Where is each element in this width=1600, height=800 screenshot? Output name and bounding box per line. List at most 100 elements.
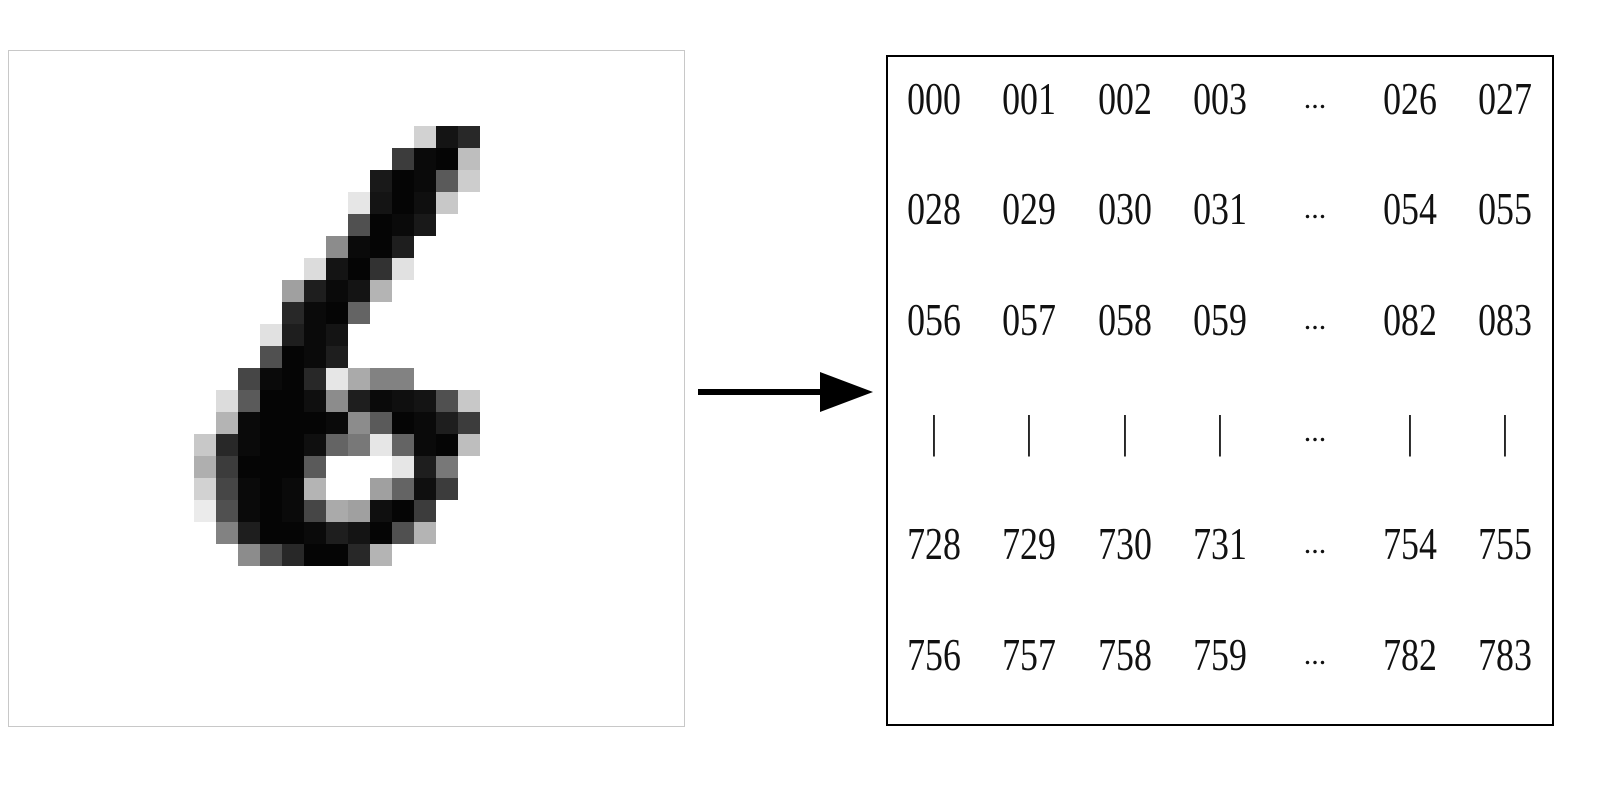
digit-pixel [348, 412, 370, 434]
digit-pixel [282, 412, 304, 434]
digit-pixel [216, 478, 238, 500]
digit-pixel [436, 126, 458, 148]
digit-pixel [414, 456, 436, 478]
pixel-index-cell: 728 [907, 518, 961, 569]
digit-pixel [326, 434, 348, 456]
digit-pixel [238, 522, 260, 544]
digit-pixel [370, 412, 392, 434]
pixel-index-cell: | [1216, 406, 1224, 457]
pixel-index-cell: 783 [1478, 629, 1532, 680]
pixel-index-cell: 731 [1193, 518, 1247, 569]
digit-pixel [392, 390, 414, 412]
digit-pixel [370, 192, 392, 214]
digit-pixel [370, 478, 392, 500]
digit-pixel [238, 390, 260, 412]
digit-pixel [392, 192, 414, 214]
digit-pixel [458, 434, 480, 456]
pixel-index-cell: 026 [1383, 73, 1437, 124]
digit-pixel [282, 368, 304, 390]
digit-pixel [282, 280, 304, 302]
handwritten-digit-image [8, 50, 685, 727]
digit-pixel [326, 390, 348, 412]
digit-pixel [238, 478, 260, 500]
digit-pixel [304, 368, 326, 390]
digit-pixel [414, 214, 436, 236]
digit-pixel [370, 368, 392, 390]
digit-pixel [414, 500, 436, 522]
digit-pixel [370, 170, 392, 192]
digit-pixel [260, 456, 282, 478]
digit-pixel [326, 346, 348, 368]
digit-pixel [260, 368, 282, 390]
pixel-index-cell: 756 [907, 629, 961, 680]
digit-pixel [216, 500, 238, 522]
ellipsis-cell: ... [1303, 527, 1327, 560]
digit-pixel [304, 390, 326, 412]
digit-pixel [414, 522, 436, 544]
digit-pixel [392, 368, 414, 390]
digit-pixel [392, 500, 414, 522]
digit-pixel [326, 280, 348, 302]
digit-pixel [282, 544, 304, 566]
digit-pixel [304, 456, 326, 478]
digit-pixel [282, 346, 304, 368]
pixel-index-cell: 759 [1193, 629, 1247, 680]
digit-pixel [260, 522, 282, 544]
digit-pixel [348, 302, 370, 324]
digit-pixel [392, 434, 414, 456]
digit-pixel [436, 412, 458, 434]
digit-pixel [414, 390, 436, 412]
digit-pixel [436, 192, 458, 214]
digit-pixel [238, 412, 260, 434]
digit-pixel [216, 522, 238, 544]
digit-pixel [282, 500, 304, 522]
digit-pixel [282, 434, 304, 456]
digit-pixel [216, 456, 238, 478]
digit-pixel [326, 324, 348, 346]
digit-pixel [282, 390, 304, 412]
digit-pixel [326, 368, 348, 390]
digit-pixel [348, 544, 370, 566]
digit-pixel [370, 434, 392, 456]
digit-pixel [414, 478, 436, 500]
digit-pixel [326, 236, 348, 258]
digit-pixel [260, 346, 282, 368]
digit-pixel [326, 500, 348, 522]
digit-pixel [436, 170, 458, 192]
digit-pixel [458, 170, 480, 192]
digit-pixel [304, 258, 326, 280]
digit-pixel [392, 170, 414, 192]
digit-pixel [458, 412, 480, 434]
digit-pixel [260, 478, 282, 500]
digit-pixel [370, 258, 392, 280]
pixel-index-cell: | [1406, 406, 1414, 457]
pixel-index-cell: 059 [1193, 294, 1247, 345]
pixel-index-cell: 003 [1193, 73, 1247, 124]
digit-pixel [238, 544, 260, 566]
digit-pixel [370, 544, 392, 566]
digit-pixel [436, 456, 458, 478]
digit-pixel [260, 390, 282, 412]
digit-pixel [216, 412, 238, 434]
digit-pixel [392, 214, 414, 236]
digit-pixel [348, 258, 370, 280]
pixel-index-cell: 029 [1002, 183, 1056, 234]
pixel-index-cell: 031 [1193, 183, 1247, 234]
pixel-index-cell: 758 [1098, 629, 1152, 680]
pixel-index-cell: 001 [1002, 73, 1056, 124]
pixel-index-cell: 002 [1098, 73, 1152, 124]
digit-pixel [348, 522, 370, 544]
digit-pixel [436, 390, 458, 412]
digit-pixel [238, 456, 260, 478]
digit-pixel [348, 368, 370, 390]
digit-pixel [370, 390, 392, 412]
digit-pixel [414, 192, 436, 214]
digit-pixel [238, 434, 260, 456]
digit-pixel [260, 324, 282, 346]
pixel-index-cell: | [930, 406, 938, 457]
digit-pixel [304, 434, 326, 456]
digit-pixel [370, 500, 392, 522]
digit-pixel [436, 478, 458, 500]
digit-pixel [414, 434, 436, 456]
digit-pixel-canvas [194, 126, 480, 566]
